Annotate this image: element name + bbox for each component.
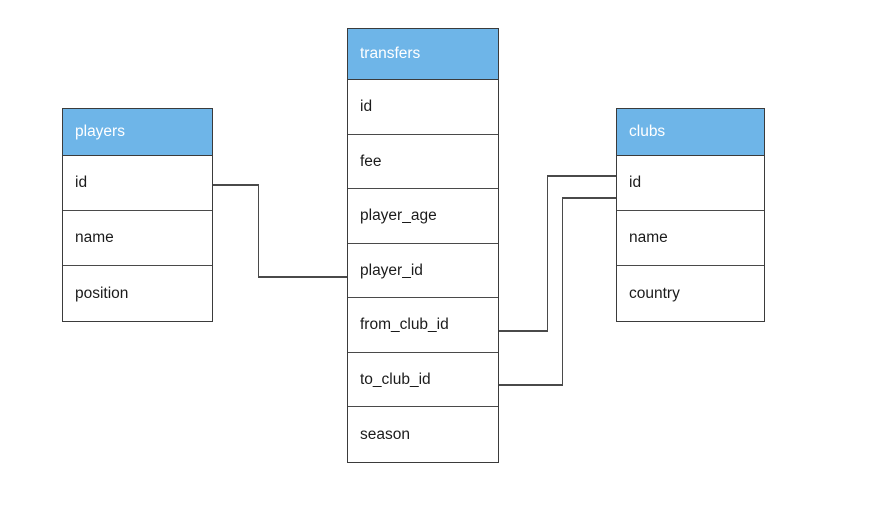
entity-title-transfers: transfers <box>348 29 498 80</box>
connector-to-club-id-segment-v <box>561 197 564 386</box>
connector-players-id-segment-v <box>257 184 260 277</box>
entity-field-clubs-id[interactable]: id <box>617 156 764 211</box>
entity-field-transfers-from-club-id[interactable]: from_club_id <box>348 298 498 353</box>
connector-to-club-id-segment-h1 <box>499 384 563 386</box>
connector-from-club-id-segment-v <box>546 175 549 332</box>
connector-players-id-segment-h1 <box>213 184 259 186</box>
entity-title-clubs: clubs <box>617 109 764 156</box>
entity-field-transfers-season[interactable]: season <box>348 407 498 462</box>
entity-field-players-name[interactable]: name <box>63 211 212 266</box>
entity-field-players-id[interactable]: id <box>63 156 212 211</box>
entity-table-transfers[interactable]: transfers id fee player_age player_id fr… <box>347 28 499 463</box>
connector-players-id-segment-h2 <box>257 276 348 278</box>
entity-table-players[interactable]: players id name position <box>62 108 213 322</box>
entity-field-clubs-name[interactable]: name <box>617 211 764 266</box>
connector-from-club-id-segment-h2 <box>546 175 617 177</box>
entity-field-players-position[interactable]: position <box>63 266 212 321</box>
entity-field-transfers-to-club-id[interactable]: to_club_id <box>348 352 498 407</box>
entity-table-clubs[interactable]: clubs id name country <box>616 108 765 322</box>
entity-title-players: players <box>63 109 212 156</box>
entity-field-transfers-fee[interactable]: fee <box>348 134 498 189</box>
entity-field-transfers-player-id[interactable]: player_id <box>348 243 498 298</box>
entity-field-clubs-country[interactable]: country <box>617 266 764 321</box>
connector-to-club-id-segment-h2 <box>561 197 617 199</box>
entity-field-transfers-id[interactable]: id <box>348 80 498 135</box>
connector-from-club-id-segment-h1 <box>499 330 548 332</box>
entity-field-transfers-player-age[interactable]: player_age <box>348 189 498 244</box>
